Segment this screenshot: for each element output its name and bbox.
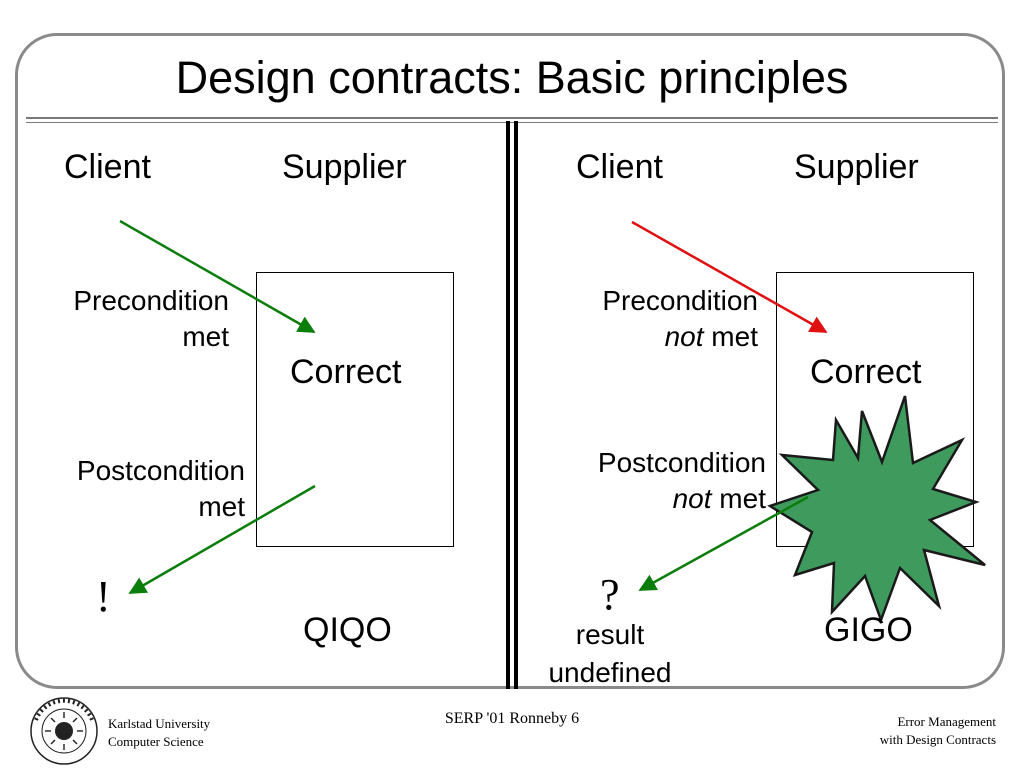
right-result-line1: result [575,619,645,650]
left-postcondition-line1: Postcondition [76,455,245,486]
right-precondition-met: met [703,321,758,352]
right-supplier-heading: Supplier [794,148,919,186]
title-rule-bottom [26,122,998,123]
right-postcondition-line1: Postcondition [597,447,766,478]
right-postcondition-not: not [672,483,712,514]
right-result-line2: undefined [548,657,672,688]
left-client-heading: Client [64,148,151,186]
right-box-label: Correct [810,353,922,391]
karlstad-university-seal-icon [30,697,98,765]
divider-right [514,121,518,689]
left-precondition-line1: Precondition [73,285,229,316]
right-result-label: result undefined [535,616,685,692]
left-outcome: QIQO [303,611,392,649]
left-precondition-line2: met [182,321,229,352]
footer-center-text: SERP '01 Ronneby 6 [444,710,580,727]
right-postcondition-met: met [711,483,766,514]
right-precondition-line2: not met [602,319,758,355]
right-outcome: GIGO [824,611,913,649]
left-box-label: Correct [290,353,402,391]
left-supplier-heading: Supplier [282,148,407,186]
right-precondition-label: Precondition not met [602,283,758,355]
footer-topic-line1: Error Management [897,714,996,729]
right-postcondition-label: Postcondition not met [598,445,766,517]
right-precondition-not: not [664,321,704,352]
right-result-mark: ? [600,570,620,619]
footer-org-line2: Computer Science [108,734,204,749]
right-postcondition-line2: not met [598,481,766,517]
left-postcondition-arrow [128,484,316,595]
footer-organization: Karlstad University Computer Science [108,715,210,751]
left-precondition-arrow [119,219,316,334]
left-precondition-label: Precondition met [73,283,229,355]
slide-frame [15,33,1005,689]
divider-left [506,121,510,689]
footer-topic: Error Management with Design Contracts [880,713,996,749]
right-postcondition-arrow [638,495,809,592]
left-postcondition-line2: met [198,491,245,522]
slide-title: Design contracts: Basic principles [175,52,849,103]
footer-org-line1: Karlstad University [108,716,211,731]
footer-topic-line2: with Design Contracts [879,732,996,747]
right-precondition-line1: Precondition [602,285,758,316]
left-result-mark: ! [96,572,111,621]
right-precondition-arrow [631,220,828,334]
right-client-heading: Client [576,148,663,186]
explosion-burst-icon [767,395,986,624]
title-rule-top [26,117,998,119]
left-postcondition-label: Postcondition met [77,453,245,525]
